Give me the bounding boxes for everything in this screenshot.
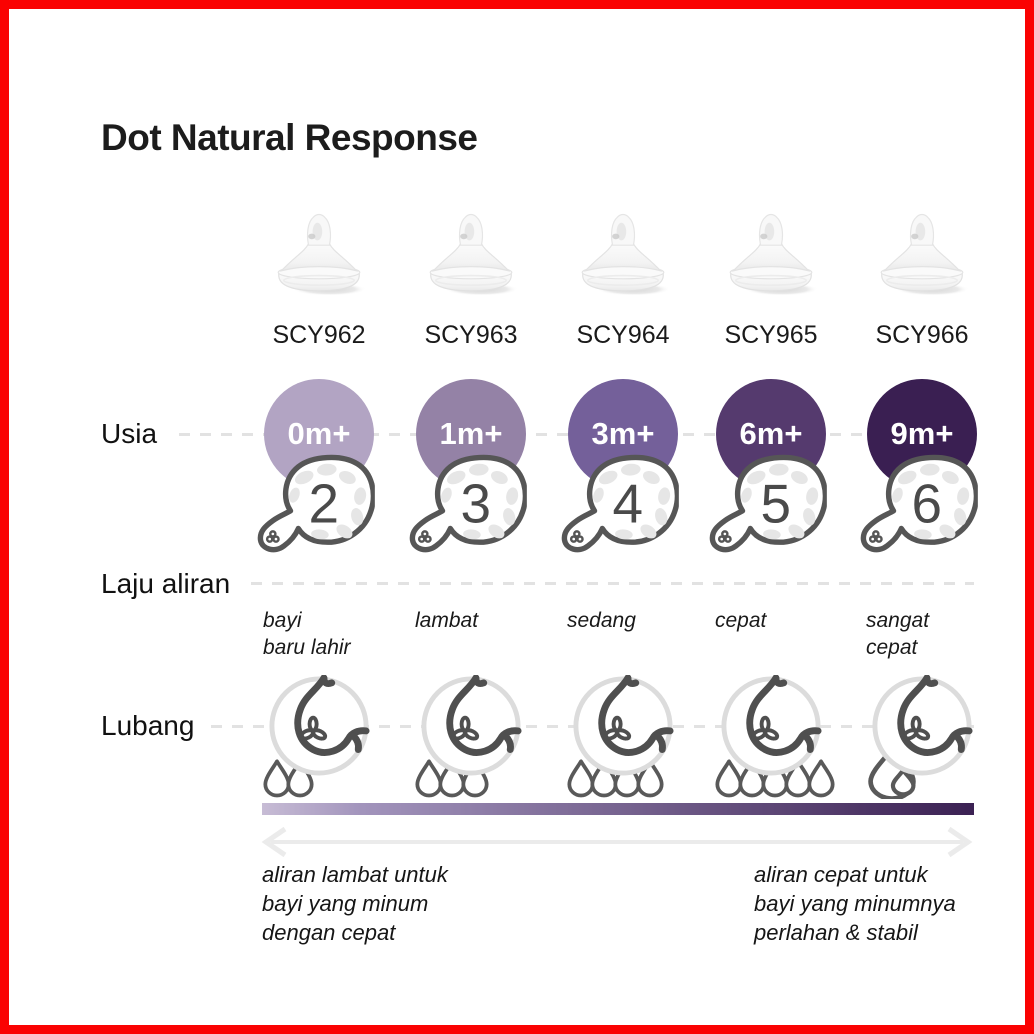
- product-column-scy964: SCY964 3m+ 4 sedang: [548, 199, 698, 819]
- nipple-size-icon: 6: [860, 452, 978, 554]
- fast-flow-caption: aliran cepat untuk bayi yang minumnya pe…: [754, 862, 956, 945]
- svg-text:2: 2: [309, 473, 340, 535]
- flow-speed-label: cepat: [715, 609, 767, 632]
- double-arrow-icon: [261, 826, 973, 858]
- nipple-hole-icon: [572, 675, 674, 777]
- nipple-photo: [862, 204, 982, 304]
- model-name: SCY963: [424, 321, 518, 349]
- nipple-hole-icon: [420, 675, 522, 777]
- flow-speed-label: sangat cepat: [866, 609, 930, 659]
- flow-gradient-bar: [262, 803, 974, 815]
- nipple-hole-icon: [268, 675, 370, 777]
- flow-speed-label: bayi baru lahir: [263, 609, 351, 659]
- nipple-hole-icon: [871, 675, 973, 777]
- nipple-photo: [259, 204, 379, 304]
- age-row-label: Usia: [101, 418, 158, 449]
- svg-text:3: 3: [461, 473, 492, 535]
- nipple-size-icon: 5: [709, 452, 827, 554]
- flow-speed-label: lambat: [415, 609, 479, 632]
- hole-row-label: Lubang: [101, 710, 195, 741]
- nipple-hole-icon: [720, 675, 822, 777]
- nipple-photo: [563, 204, 683, 304]
- flow-speed-label: sedang: [567, 609, 636, 632]
- model-name: SCY965: [724, 321, 818, 349]
- svg-text:5: 5: [761, 473, 792, 535]
- page-title: Dot Natural Response: [101, 117, 478, 158]
- flow-row-dashed-line: [251, 582, 974, 585]
- model-name: SCY964: [576, 321, 670, 349]
- model-name: SCY966: [875, 321, 969, 349]
- product-column-scy963: SCY963 1m+ 3 lambat: [396, 199, 546, 819]
- slow-flow-caption: aliran lambat untuk bayi yang minum deng…: [262, 862, 448, 945]
- nipple-photo: [711, 204, 831, 304]
- svg-text:6: 6: [912, 473, 943, 535]
- nipple-size-icon: 4: [561, 452, 679, 554]
- flow-row-label: Laju aliran: [101, 568, 231, 599]
- svg-text:4: 4: [613, 473, 644, 535]
- product-column-scy962: SCY962 0m+ 2 bayi baru lahir: [244, 199, 394, 819]
- product-column-scy965: SCY965 6m+ 5 cepat: [696, 199, 846, 819]
- nipple-size-icon: 3: [409, 452, 527, 554]
- product-column-scy966: SCY966 9m+ 6 sangat cepat: [847, 199, 997, 819]
- nipple-photo: [411, 204, 531, 304]
- nipple-size-icon: 2: [257, 452, 375, 554]
- model-name: SCY962: [272, 321, 366, 349]
